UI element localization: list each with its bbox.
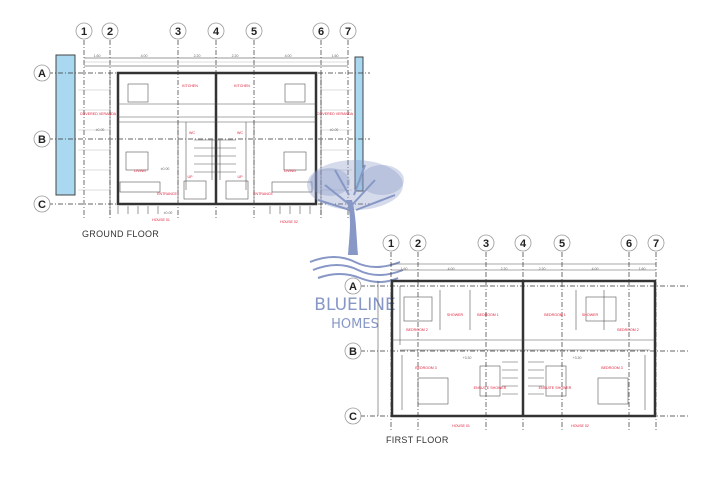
grid-label: 4 <box>213 26 220 38</box>
grid-label: C <box>38 199 46 211</box>
grid-label: A <box>349 281 357 293</box>
dimension-label: 2.20 <box>539 267 546 271</box>
dimension-label: ±0.00 <box>330 128 339 132</box>
grid-label: 3 <box>175 26 181 38</box>
grid-label: 3 <box>483 238 489 250</box>
room-label: WC <box>237 131 243 135</box>
room-label: KITCHEN <box>234 84 250 88</box>
dimension-label: 1.60 <box>94 54 101 58</box>
room-label: ENSUITE SHOWER <box>539 386 572 390</box>
room-label: COVERED VERANDA <box>80 112 117 116</box>
ground-dimensions: 1.60 4.00 2.20 2.20 4.00 1.60 ±0.00 ±0.0… <box>94 54 339 215</box>
first-room-labels: BEDROOM 2 BEDROOM 1 BEDROOM 1 BEDROOM 2 … <box>406 313 639 428</box>
pool-right <box>354 56 364 192</box>
grid-label: B <box>349 346 357 358</box>
grid-label: 6 <box>626 238 632 250</box>
first-floor-title: FIRST FLOOR <box>386 435 449 445</box>
room-label: SHOWER <box>447 313 464 317</box>
blueline-homes-logo: BLUELINE HOMES <box>307 160 404 332</box>
room-label: ENTRANCE <box>157 192 177 196</box>
room-label: BEDROOM 1 <box>544 313 566 317</box>
grid-label: 2 <box>107 26 113 38</box>
room-label: HOUSE 01 <box>452 424 470 428</box>
grid-label: 5 <box>251 26 257 38</box>
dimension-label: +3.30 <box>463 356 472 360</box>
room-label: SHOWER <box>582 313 599 317</box>
tree-icon <box>307 160 404 255</box>
room-label: UP <box>188 175 194 179</box>
first-dimensions: 1.60 4.00 2.20 2.20 4.00 1.60 +3.30 +3.3… <box>401 267 646 360</box>
logo-line2: HOMES <box>331 317 379 332</box>
dimension-label: ±0.00 <box>164 211 173 215</box>
room-label: HOUSE 02 <box>280 220 298 224</box>
grid-label: B <box>38 134 46 146</box>
room-label: BEDROOM 3 <box>415 366 437 370</box>
dimension-label: 1.60 <box>401 267 408 271</box>
dimension-label: +3.30 <box>573 356 582 360</box>
wave-icon <box>309 256 404 283</box>
room-label: ENSUITE SHOWER <box>474 386 507 390</box>
dimension-label: 2.20 <box>501 267 508 271</box>
room-label: WC <box>189 131 195 135</box>
grid-label: 1 <box>388 238 394 250</box>
grid-label: 1 <box>81 26 87 38</box>
grid-label: 4 <box>520 238 527 250</box>
room-label: COVERED VERANDA <box>317 112 354 116</box>
room-label: BEDROOM 2 <box>406 328 428 332</box>
dimension-label: 4.00 <box>448 267 455 271</box>
dimension-label: 4.00 <box>592 267 599 271</box>
dimension-label: ±0.00 <box>161 167 170 171</box>
pool-left <box>55 54 76 196</box>
first-grid-bubbles: 1 2 3 4 5 6 7 A B C <box>344 234 665 425</box>
room-label: KITCHEN <box>182 84 198 88</box>
ground-grid-bubbles: 1 2 3 4 5 6 7 A B C <box>33 22 357 213</box>
dimension-label: 2.20 <box>194 54 201 58</box>
logo-line1: BLUELINE <box>314 295 395 315</box>
grid-label: C <box>349 411 357 423</box>
dimension-label: 2.20 <box>232 54 239 58</box>
grid-label: 7 <box>653 238 659 250</box>
first-floor-plan: 1 2 3 4 5 6 7 A B C BEDROOM 2 BEDROOM 1 … <box>344 234 690 445</box>
room-label: ENTRANCE <box>253 192 273 196</box>
dimension-label: 4.00 <box>285 54 292 58</box>
room-label: BEDROOM 2 <box>617 328 639 332</box>
room-label: UP <box>238 175 244 179</box>
grid-label: 6 <box>318 26 324 38</box>
room-label: LIVING <box>284 169 296 173</box>
room-label: LIVING <box>134 169 146 173</box>
room-label: HOUSE 02 <box>571 424 589 428</box>
grid-label: 5 <box>559 238 565 250</box>
grid-label: 7 <box>345 26 351 38</box>
ground-floor-plan: 1 2 3 4 5 6 7 A B C KITCHEN KITCHEN COVE… <box>33 22 370 239</box>
room-label: BEDROOM 3 <box>601 366 623 370</box>
room-label: BEDROOM 1 <box>477 313 499 317</box>
dimension-label: 4.00 <box>141 54 148 58</box>
dimension-label: 1.60 <box>639 267 646 271</box>
ground-room-labels: KITCHEN KITCHEN COVERED VERANDA COVERED … <box>80 84 354 224</box>
grid-label: A <box>38 68 46 80</box>
dimension-label: 1.60 <box>332 54 339 58</box>
ground-floor-title: GROUND FLOOR <box>82 229 159 239</box>
room-label: HOUSE 01 <box>152 218 170 222</box>
dimension-label: ±0.00 <box>96 128 105 132</box>
grid-label: 2 <box>415 238 421 250</box>
